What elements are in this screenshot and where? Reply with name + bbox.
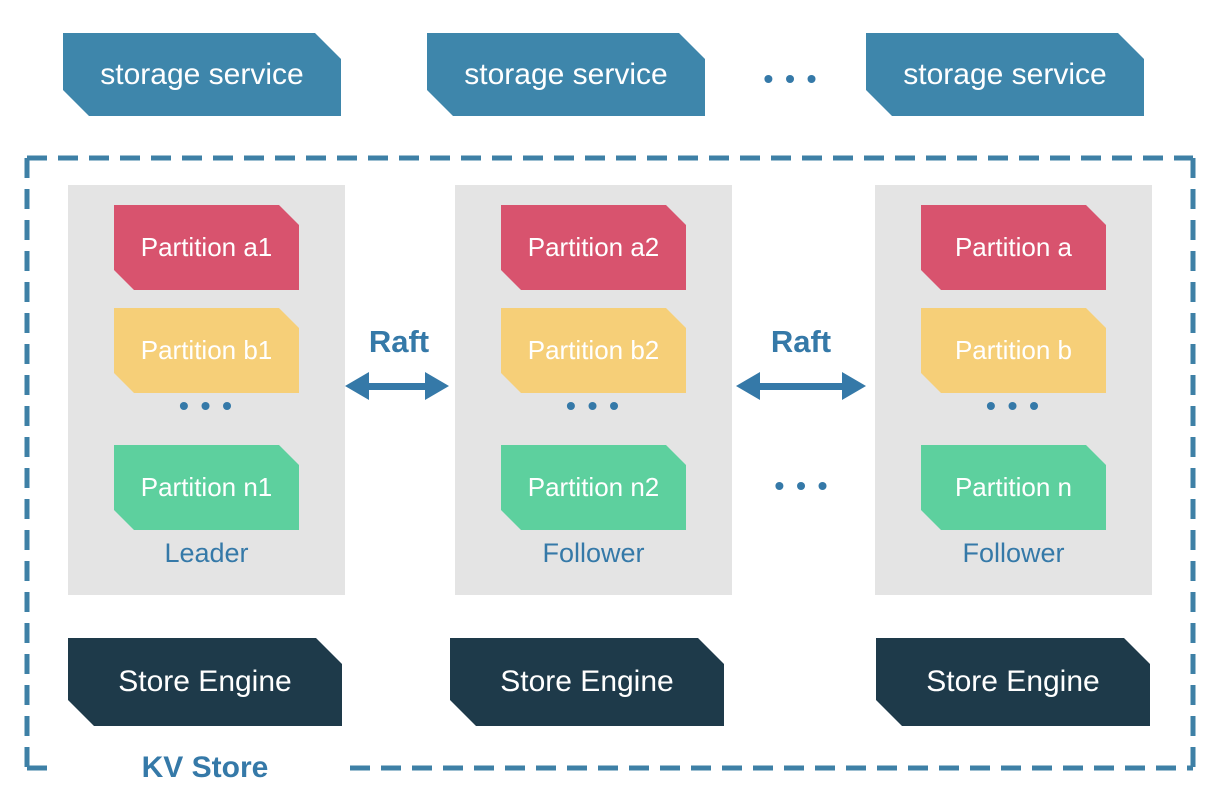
partition-ellipsis-icon: • • • (566, 390, 621, 421)
store-engine-label: Store Engine (500, 665, 674, 698)
partition-box: Partition a (921, 205, 1106, 290)
partition-box: Partition n (921, 445, 1106, 530)
partition-label: Partition b2 (527, 335, 660, 365)
partition-label: Partition n (954, 472, 1073, 502)
node-role-label: Follower (542, 537, 645, 568)
storage-service-label: storage service (100, 57, 304, 91)
arrow-bar (760, 382, 842, 390)
store-node-leader: Partition a1 Partition b1 • • • Partitio… (68, 185, 345, 595)
partition-ellipsis-icon: • • • (179, 390, 234, 421)
storage-service-box-3: storage service (866, 33, 1144, 116)
partition-box: Partition b1 (114, 308, 299, 393)
arrow-bar (369, 382, 425, 390)
store-engine-box-1: Store Engine (68, 638, 342, 726)
storage-service-label: storage service (903, 57, 1107, 91)
store-node-follower-1: Partition a2 Partition b2 • • • Partitio… (455, 185, 732, 595)
store-node-follower-2: Partition a Partition b • • • Partition … (875, 185, 1152, 595)
arrow-head-left-icon (736, 372, 760, 400)
raft-double-arrow-icon (345, 372, 449, 400)
partition-box: Partition n1 (114, 445, 299, 530)
storage-service-box-1: storage service (63, 33, 341, 116)
partition-box: Partition n2 (501, 445, 686, 530)
partition-box: Partition b (921, 308, 1106, 393)
partition-label: Partition n1 (140, 472, 273, 502)
partition-label: Partition a2 (527, 232, 660, 262)
storage-service-box-2: storage service (427, 33, 705, 116)
store-engine-box-3: Store Engine (876, 638, 1150, 726)
raft-label: Raft (770, 324, 832, 359)
store-engine-label: Store Engine (926, 665, 1100, 698)
raft-label: Raft (368, 324, 430, 359)
arrow-head-left-icon (345, 372, 369, 400)
arrow-head-right-icon (425, 372, 449, 400)
raft-double-arrow-icon (736, 372, 866, 400)
store-engine-label: Store Engine (118, 665, 292, 698)
partition-box: Partition a1 (114, 205, 299, 290)
partition-label: Partition a (954, 232, 1073, 262)
storage-row-ellipsis-icon: • • • (763, 63, 819, 94)
partition-label: Partition n2 (527, 472, 660, 502)
partition-ellipsis-icon: • • • (986, 390, 1041, 421)
partition-label: Partition b1 (140, 335, 273, 365)
node-role-label: Follower (962, 537, 1065, 568)
arrow-head-right-icon (842, 372, 866, 400)
node-role-label: Leader (164, 537, 249, 568)
kv-store-title: KV Store (141, 751, 269, 784)
partition-box: Partition b2 (501, 308, 686, 393)
nodes-ellipsis-icon: • • • (774, 470, 830, 501)
store-engine-box-2: Store Engine (450, 638, 724, 726)
storage-service-label: storage service (464, 57, 668, 91)
partition-label: Partition a1 (140, 232, 273, 262)
partition-box: Partition a2 (501, 205, 686, 290)
partition-label: Partition b (954, 335, 1073, 365)
